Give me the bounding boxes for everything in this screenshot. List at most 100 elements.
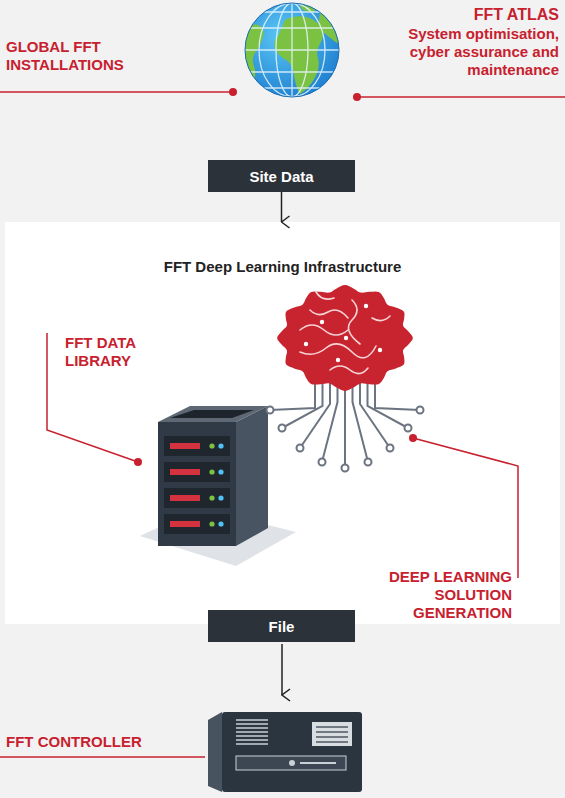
- server-icon: [164, 436, 230, 534]
- server-icon: [209, 443, 214, 448]
- globe-icon: [240, 0, 345, 100]
- server-icon: [209, 521, 214, 526]
- brain-icon: [372, 316, 390, 321]
- panel-ground: [5, 222, 560, 624]
- brain-icon: [405, 425, 412, 432]
- brain-icon: [270, 380, 315, 410]
- callout-label: DEEP LEARNING SOLUTION GENERATION: [368, 568, 512, 622]
- server-icon: [218, 469, 223, 474]
- leader-dot: [134, 88, 417, 466]
- server-icon: [170, 521, 200, 527]
- server-icon: [170, 495, 200, 501]
- callout-label: FFT DATA LIBRARY: [65, 334, 170, 370]
- brain-icon: [300, 292, 390, 374]
- controller-icon: [236, 723, 268, 725]
- globe-icon: [245, 3, 339, 97]
- flow-arrow: [281, 192, 283, 222]
- leader-dot: [229, 88, 237, 96]
- brain-icon: [368, 380, 409, 428]
- flow-arrow: [281, 644, 283, 695]
- globe-icon: [240, 87, 345, 88]
- controller-icon: [316, 727, 348, 742]
- brain-icon: [310, 310, 348, 318]
- callout-label: FFT CONTROLLER: [6, 733, 196, 751]
- brain-icon: [300, 325, 348, 335]
- process-box: Site Data: [208, 160, 355, 192]
- server-icon: [140, 406, 296, 566]
- leader-dot: [409, 434, 417, 442]
- server-icon: [236, 406, 268, 546]
- brain-icon: [267, 285, 424, 472]
- callout-label: GLOBAL FFT INSTALLATIONS: [6, 38, 156, 74]
- controller-icon: [236, 731, 268, 733]
- brain-icon: [336, 358, 340, 362]
- callout-heading: FFT ATLAS: [360, 6, 559, 24]
- server-icon: [218, 495, 223, 500]
- panel-title: FFT Deep Learning Infrastructure: [5, 258, 560, 275]
- box-label: Site Data: [249, 168, 313, 185]
- server-icon: [218, 521, 223, 526]
- brain-icon: [364, 304, 368, 308]
- brain-icon: [320, 320, 324, 324]
- globe-icon: [240, 71, 345, 72]
- brain-icon: [344, 336, 348, 340]
- leader-line: [357, 96, 565, 98]
- brain-icon: [304, 304, 382, 362]
- controller-icon: [316, 726, 348, 727]
- brain-icon: [365, 459, 372, 466]
- brain-icon: [387, 445, 394, 452]
- leader-dot: [353, 93, 361, 101]
- server-icon: [209, 495, 214, 500]
- controller-icon: [236, 735, 268, 737]
- brain-icon: [319, 459, 326, 466]
- leader-line: [413, 438, 518, 578]
- controller-icon: [236, 756, 346, 770]
- process-box: File: [208, 610, 355, 642]
- globe-icon: [240, 49, 345, 50]
- controller-icon: [208, 712, 222, 792]
- box-label: File: [269, 618, 295, 635]
- server-icon: [158, 422, 236, 546]
- controller-icon: [316, 741, 348, 742]
- server-icon: [164, 488, 230, 508]
- globe-icon: [240, 0, 345, 100]
- controller-icon: [236, 743, 268, 745]
- brain-icon: [348, 300, 360, 344]
- server-icon: [164, 436, 230, 456]
- globe-icon: [240, 27, 345, 28]
- server-icon: [170, 410, 254, 418]
- controller-icon: [236, 719, 268, 721]
- brain-icon: [300, 344, 376, 358]
- brain-icon: [417, 407, 424, 414]
- controller-icon: [222, 712, 362, 792]
- brain-icon: [282, 380, 323, 428]
- brain-icon: [267, 380, 424, 472]
- brain-icon: [330, 366, 368, 374]
- brain-icon: [277, 285, 413, 391]
- globe-icon: [240, 0, 345, 100]
- controller-icon: [236, 720, 268, 744]
- server-icon: [164, 514, 230, 534]
- server-icon: [170, 443, 200, 449]
- controller-icon: [289, 760, 295, 766]
- globe-icon: [240, 11, 345, 12]
- server-icon: [170, 469, 200, 475]
- controller-icon: [300, 762, 336, 764]
- brain-icon: [304, 342, 308, 346]
- controller-icon: [316, 731, 348, 732]
- controller-icon: [236, 727, 268, 729]
- brain-icon: [378, 348, 382, 352]
- leader-line: [0, 92, 565, 757]
- controller-icon: [312, 722, 352, 746]
- brain-icon: [322, 380, 338, 462]
- controller-icon: [316, 736, 348, 737]
- brain-icon: [344, 380, 346, 468]
- callout-note: System optimisation, cyber assurance and…: [379, 25, 559, 79]
- server-icon: [218, 443, 223, 448]
- leader-dot: [134, 458, 142, 466]
- controller-icon: [208, 712, 362, 792]
- brain-icon: [316, 292, 334, 299]
- brain-icon: [342, 465, 349, 472]
- leader-line: [0, 91, 233, 93]
